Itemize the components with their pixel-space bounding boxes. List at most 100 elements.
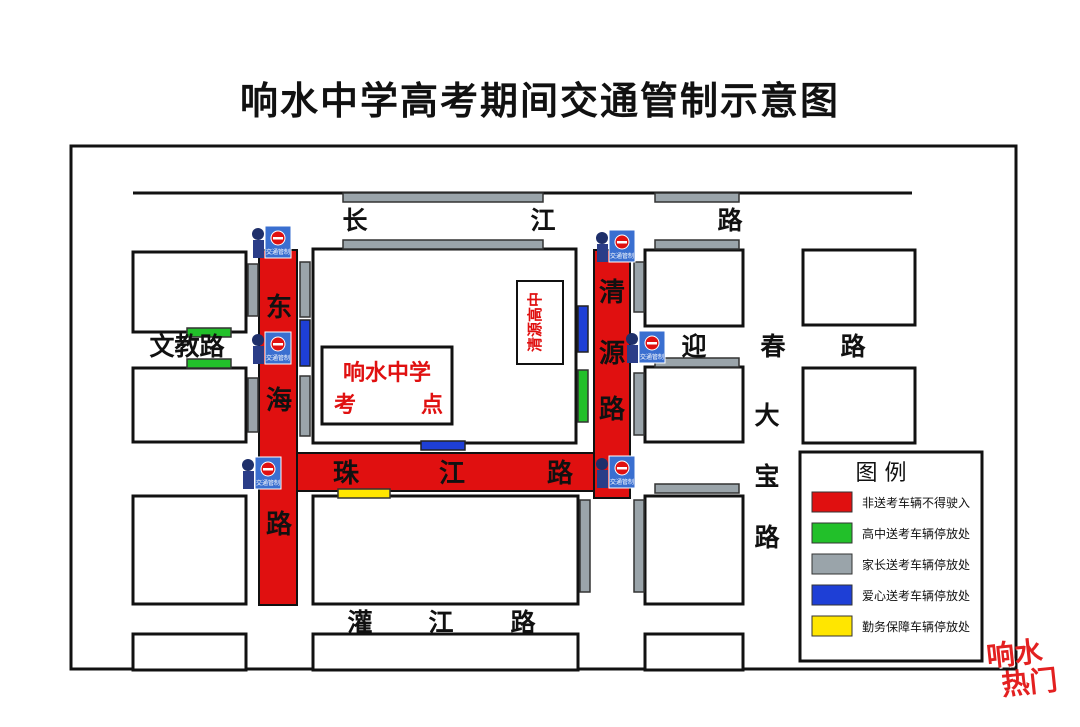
green-parking [186, 327, 232, 338]
xiangshui-school-exam: 考 [334, 393, 356, 418]
police-officer-icon [242, 459, 254, 471]
police-sign: 交通管制 [596, 229, 636, 263]
xiangshui-school-box [320, 345, 454, 426]
zhujiang-label-3: 路 [547, 458, 574, 489]
green-parking-zones [186, 327, 589, 423]
gray-parking [633, 499, 645, 593]
block-bottom-1 [131, 632, 248, 672]
green-parking [577, 369, 589, 423]
changjiang-label-3: 路 [717, 206, 743, 235]
blue-parking [577, 305, 589, 353]
zhujiang-label-1: 珠 [333, 459, 360, 489]
dabao-label-1: 大 [754, 401, 779, 430]
dabao-label-3: 路 [754, 523, 780, 552]
donghai-label-3: 路 [266, 509, 293, 540]
svg-text:交通管制: 交通管制 [610, 478, 634, 486]
block-far-e-1 [801, 248, 917, 327]
gray-parking [654, 483, 740, 494]
block-nw-1 [131, 250, 248, 334]
police-sign: 交通管制 [626, 330, 666, 364]
police-officer-icon [252, 228, 264, 240]
blue-parking [299, 319, 311, 367]
legend: 图 例 非送考车辆不得驶入高中送考车辆停放处家长送考车辆停放处爱心送考车辆停放处… [798, 450, 984, 663]
police-sign: 交通管制 [252, 331, 292, 365]
gray-parking [654, 239, 740, 250]
guanjiang-label-2: 江 [428, 608, 453, 637]
gray-parking [633, 372, 645, 436]
svg-text:交通管制: 交通管制 [610, 252, 634, 260]
legend-swatch [811, 584, 853, 606]
legend-swatch [811, 615, 853, 637]
gray-parking [654, 192, 740, 203]
zhujiang-label-2: 江 [439, 459, 465, 489]
police-officer-icon [252, 334, 264, 346]
page-title: 响水中学高考期间交通管制示意图 [239, 79, 840, 123]
legend-swatch [811, 522, 853, 544]
donghai-road-red [258, 249, 298, 606]
legend-label: 勤务保障车辆停放处 [862, 619, 970, 634]
legend-label: 高中送考车辆停放处 [862, 526, 970, 541]
dabao-label-2: 宝 [754, 462, 779, 491]
svg-text:交通管制: 交通管制 [256, 479, 280, 487]
legend-label: 家长送考车辆停放处 [862, 557, 970, 572]
legend-items: 非送考车辆不得驶入高中送考车辆停放处家长送考车辆停放处爱心送考车辆停放处勤务保障… [811, 491, 970, 637]
donghai-label-1: 东 [266, 292, 292, 323]
xiangshui-school-site: 点 [421, 392, 443, 418]
changjiang-label-2: 江 [530, 206, 555, 235]
block-s-center [311, 494, 580, 606]
qingyuan-label-1: 清 [599, 278, 625, 308]
legend-title: 图 例 [856, 461, 907, 486]
gray-parking [342, 192, 544, 203]
qingyuan-high-box [516, 280, 564, 365]
svg-text:交通管制: 交通管制 [266, 354, 290, 362]
yingchun-label-1: 迎 [681, 332, 706, 361]
block-far-e-2 [801, 366, 917, 445]
legend-label: 爱心送考车辆停放处 [862, 588, 970, 603]
police-officer-icon [596, 232, 608, 244]
gray-parking [342, 239, 544, 250]
legend-label: 非送考车辆不得驶入 [862, 495, 970, 510]
block-sw [131, 494, 248, 606]
blue-parking [420, 440, 466, 451]
gray-parking [247, 377, 259, 433]
guanjiang-label-1: 灌 [347, 608, 372, 637]
yingchun-label-3: 路 [840, 332, 866, 361]
legend-swatch [811, 553, 853, 575]
no-entry-sign-icon [254, 456, 282, 490]
gray-parking [247, 263, 259, 317]
qingyuan-label-2: 源 [599, 339, 625, 369]
qingyuan-label-3: 路 [599, 394, 626, 425]
yellow-parking [337, 488, 391, 499]
qingyuan-high-name: 清源高中 [526, 292, 544, 352]
yingchun-label-2: 春 [760, 332, 785, 361]
block-bottom-2 [311, 632, 580, 672]
police-officer-icon [626, 333, 638, 345]
police-sign: 交通管制 [596, 455, 636, 489]
changjiang-label-1: 长 [342, 206, 368, 235]
svg-text:交通管制: 交通管制 [266, 248, 290, 256]
block-e-1 [643, 248, 745, 328]
block-bottom-3 [643, 632, 745, 672]
gray-parking [579, 499, 591, 593]
donghai-label-2: 海 [266, 386, 292, 416]
green-parking [186, 358, 232, 369]
police-sign: 交通管制 [252, 225, 292, 259]
brand-logo: 响水 热门 [985, 634, 1075, 702]
legend-swatch [811, 491, 853, 513]
gray-parking [299, 261, 311, 318]
gray-parking [633, 261, 645, 313]
police-sign: 交通管制 [242, 456, 282, 490]
xiangshui-school-name: 响水中学 [343, 360, 431, 386]
gray-parking-zones [247, 192, 740, 593]
svg-text:交通管制: 交通管制 [640, 353, 664, 361]
blue-parking-zones [299, 305, 589, 451]
wenjiao-road-label: 文教路 [149, 332, 225, 361]
block-w-2 [131, 366, 248, 444]
police-officer-icon [596, 458, 608, 470]
gray-parking [299, 375, 311, 437]
block-e-2 [643, 365, 745, 444]
block-e-3 [643, 494, 745, 606]
restricted-roads [258, 249, 631, 606]
guanjiang-label-3: 路 [510, 608, 536, 637]
